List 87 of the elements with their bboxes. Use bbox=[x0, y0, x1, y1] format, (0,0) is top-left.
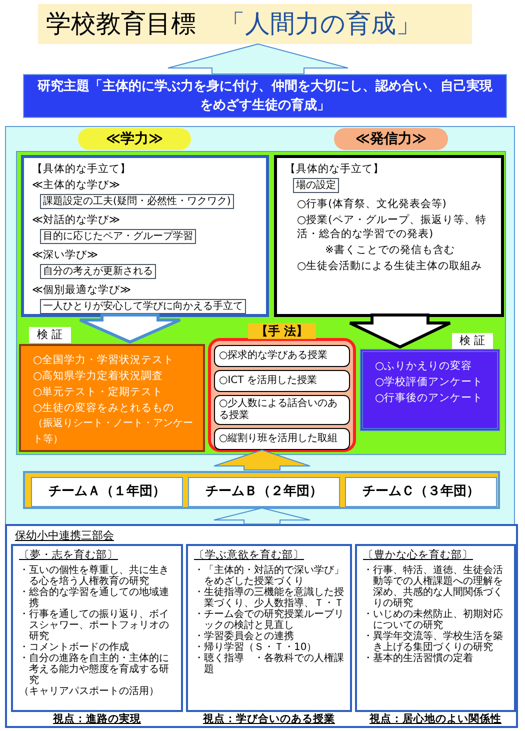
goal-banner bbox=[38, 4, 472, 44]
list-item: ○行事後のアンケート bbox=[374, 391, 484, 406]
list-item: ○生徒の変容をみとれるもの bbox=[32, 401, 176, 416]
block-arrow bbox=[348, 314, 452, 349]
measure-text: 一人ひとりが安心して学びに向かえる手立て bbox=[43, 300, 243, 313]
list-item: ≪主体的な学び≫ bbox=[32, 178, 121, 192]
bullet-item: ・帰り学習（Ｓ・Ｔ・10） bbox=[194, 642, 318, 653]
block-arrow bbox=[168, 43, 348, 74]
method-item bbox=[214, 345, 350, 367]
team-label: チームＡ（１年団） bbox=[48, 483, 166, 502]
measure-box bbox=[40, 264, 156, 279]
method-text: ○ICT を活用した授業 bbox=[219, 375, 317, 387]
verification-heading: 検 証 bbox=[452, 333, 493, 349]
viewpoint-label: 視点：居心地のよい関係性 bbox=[368, 712, 502, 727]
team-box bbox=[188, 477, 340, 507]
list-item: ※書くことでの発信も含む bbox=[324, 243, 456, 257]
category-pill bbox=[334, 128, 448, 150]
list-item: ○授業(ペア・グループ、振返り等、特活・総合的な学習での発表) bbox=[296, 213, 488, 241]
bullet-item: ・行事、特活、道徳、生徒会活動等での人権課題への理解を深め、共感的な人間関係づくりの研究 bbox=[363, 565, 504, 609]
team-box bbox=[31, 477, 183, 507]
team-box bbox=[345, 477, 497, 507]
team-label: チームＢ（２年団） bbox=[206, 483, 322, 502]
list-item: ○全国学力・学習状況テスト bbox=[32, 353, 176, 368]
method-item bbox=[214, 428, 350, 450]
category-label: ≪発信力≫ bbox=[355, 130, 427, 148]
block-arrow bbox=[214, 507, 310, 524]
viewpoint-label: 視点：進路の実現 bbox=[52, 712, 142, 727]
method-text: ○少人数による話合いのある授業 bbox=[219, 398, 339, 422]
panel-background bbox=[16, 151, 506, 455]
section-heading: 【具体的な手立て】 bbox=[285, 162, 385, 176]
bullet-item: ・コメントボードの作成 bbox=[19, 642, 129, 653]
department-heading: 〔学ぶ意欲を育む部〕 bbox=[194, 550, 305, 561]
team-band bbox=[23, 471, 500, 509]
department-heading: 〔豊かな心を育む部〕 bbox=[363, 550, 474, 561]
measure-box bbox=[293, 178, 339, 193]
title-text: 学校教育目標 bbox=[46, 8, 196, 40]
list-item: ≪対話的な学び≫ bbox=[32, 213, 121, 227]
method-item bbox=[214, 395, 350, 425]
bullet-item: ・聴く指導 ・各教科での人権課題 bbox=[194, 653, 344, 675]
method-text: ○縦割り班を活用した取組 bbox=[219, 433, 338, 445]
bullet-item: ・自分の進路を自主的・主体的に考える能力や態度を育成する研究 bbox=[19, 653, 170, 686]
method-text: ○探求的な学びある授業 bbox=[219, 350, 328, 362]
bullet-item: ・互いの個性を尊重し、共に生きる心を培う人権教育の研究 bbox=[19, 565, 170, 587]
bullet-item: ・「主体的・対話的で深い学び」をめざした授業づくり bbox=[194, 565, 344, 587]
measure-text: 課題設定の工夫(疑問・必然性・ワクワク) bbox=[43, 195, 231, 208]
bullet-item: ・総合的な学習を通しての地域連携 bbox=[19, 587, 170, 609]
list-item: ○行事(体育祭、文化発表会等) bbox=[296, 197, 448, 211]
council-heading: 保幼小中連携三部会 bbox=[15, 528, 114, 544]
bullet-item: ・いじめの未然防止、初期対応についての研究 bbox=[363, 609, 504, 631]
bullet-item: ・学習委員会との連携 bbox=[194, 631, 295, 642]
section-heading: 【具体的な手立て】 bbox=[32, 162, 132, 176]
method-heading: 【手 法】 bbox=[248, 323, 316, 339]
measures-box bbox=[274, 155, 504, 317]
list-item: ○生徒会活動による生徒主体の取組み bbox=[296, 259, 484, 273]
measure-box bbox=[40, 229, 196, 244]
bullet-item: ・基本的生活習慣の定着 bbox=[363, 653, 474, 664]
measure-text: 目的に応じたペア・グループ学習 bbox=[43, 230, 193, 243]
viewpoint-label: 視点：学び合いのある授業 bbox=[202, 712, 336, 727]
list-item: ≪個別最適な学び≫ bbox=[32, 283, 132, 297]
list-item: （振返りシート・ノート・アンケート等） bbox=[32, 416, 194, 447]
measure-box bbox=[40, 299, 246, 314]
list-item: ○学校評価アンケート bbox=[374, 375, 484, 390]
bullet-item: ・行事を通しての振り返り、ボイスシャワー、ポートフォリオの研究 bbox=[19, 609, 170, 642]
list-item: ≪深い学び≫ bbox=[32, 248, 99, 262]
bullet-item: （キャリアパスポートの活用） bbox=[19, 686, 160, 697]
title-text: 「人間力の育成」 bbox=[220, 8, 421, 40]
category-label: ≪学力≫ bbox=[106, 130, 164, 148]
bullet-item: ・生徒指導の三機能を意識した授業づくり、少人数指導、Ｔ・Ｔ bbox=[194, 587, 344, 609]
measures-box bbox=[21, 155, 269, 317]
block-arrow bbox=[78, 314, 182, 344]
method-item bbox=[214, 370, 350, 392]
theme-box bbox=[23, 74, 507, 118]
department-heading: 〔夢・志を育む部〕 bbox=[19, 550, 119, 561]
list-item: ○ふりかえりの変容 bbox=[374, 359, 474, 374]
bullet-item: ・異学年交流等、学校生活を築き上げる集団づくりの研究 bbox=[363, 631, 504, 653]
block-arrow bbox=[214, 449, 310, 470]
list-item: ○高知県学力定着状況調査 bbox=[32, 369, 164, 384]
verification-heading: 検 証 bbox=[29, 327, 70, 343]
theme-text: 研究主題「主体的に学ぶ力を身に付け、仲間を大切にし、認め合い、自己実現をめざす生徒の育成」 bbox=[36, 78, 494, 115]
category-pill bbox=[78, 128, 191, 150]
bullet-item: ・チーム会での研究授業ルーブリックの検討と見直し bbox=[194, 609, 344, 631]
council-panel bbox=[5, 524, 518, 728]
measure-box bbox=[40, 194, 234, 209]
measure-text: 自分の考えが更新される bbox=[43, 265, 153, 278]
measure-text: 場の設定 bbox=[296, 179, 336, 192]
team-label: チームＣ（３年団） bbox=[362, 483, 480, 502]
list-item: ○単元テスト・定期テスト bbox=[32, 385, 164, 400]
